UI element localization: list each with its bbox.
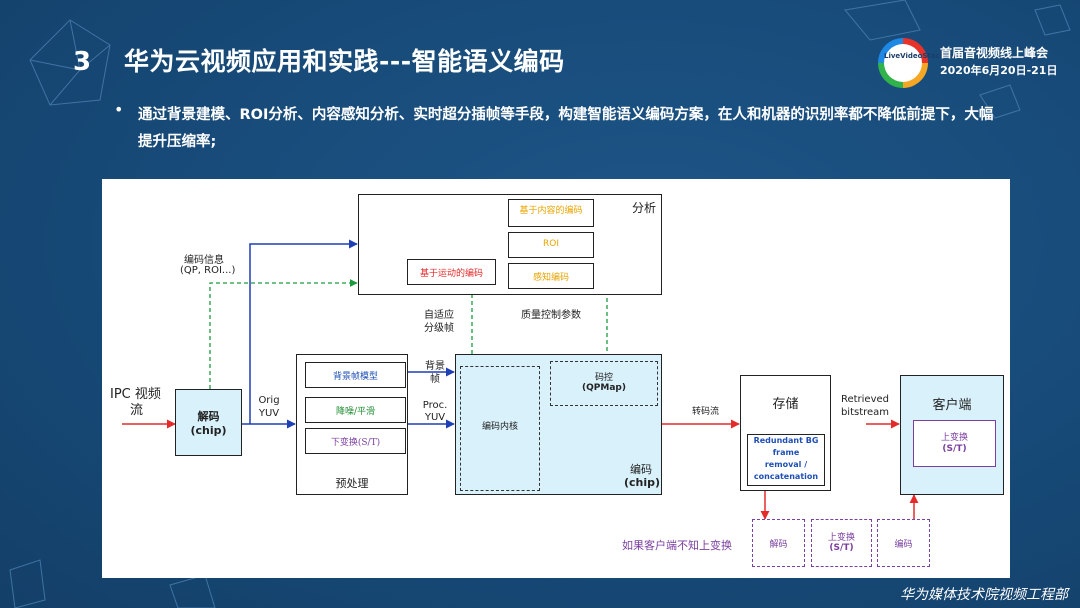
content-encode-box <box>508 199 594 227</box>
quality-params-label: 质量控制参数 <box>521 310 581 321</box>
redundant-removal-box <box>747 434 825 486</box>
proc-yuv-label: Proc. <box>422 400 448 411</box>
adaptive-label: 自适应 <box>424 310 454 321</box>
rate-control-box <box>550 361 658 406</box>
client-upscale-box <box>913 420 996 467</box>
downscale-label: 下变换(S/T) <box>330 438 381 448</box>
slide-title: 华为云视频应用和实践---智能语义编码 <box>124 47 565 76</box>
bg-model-box <box>305 362 406 388</box>
bottom-decode-box <box>752 519 805 567</box>
encoder-box <box>455 354 662 495</box>
roi-box <box>508 232 594 258</box>
rate-control-label: 码控 <box>594 373 613 383</box>
bottom-upscale-box <box>811 519 872 567</box>
redundant-line-4: concatenation <box>753 472 819 481</box>
footer-text: 华为媒体技术院视频工程部 <box>900 587 1068 603</box>
orig-yuv-label: Orig <box>258 395 280 406</box>
encoder-label: 编码 <box>630 463 652 476</box>
bg-model-label: 背景帧模型 <box>332 372 378 382</box>
architecture-diagram: 分析 基于内容的编码 ROI 感知编码 基于运动的编码 编码信息 (QP, RO… <box>102 179 1010 578</box>
logo-text: LiveVideoStackCon <box>884 44 959 82</box>
bottom-decode-label: 解码 <box>769 540 788 550</box>
content-encode-label: 基于内容的编码 <box>519 206 583 216</box>
bullet-text: 通过背景建模、ROI分析、内容感知分析、实时超分插帧等手段，构建智能语义编码方案… <box>138 107 994 150</box>
encoder-core-box <box>460 366 540 491</box>
bottom-encode-label: 编码 <box>894 540 913 550</box>
denoise-label: 降噪/平滑 <box>335 407 376 417</box>
client-title: 客户端 <box>932 398 972 413</box>
redundant-line-1: Redundant BG <box>753 436 819 445</box>
analysis-title: 分析 <box>632 201 657 215</box>
decoder-box <box>175 389 242 456</box>
encode-info-sub: (QP, ROI...) <box>180 265 236 276</box>
denoise-box <box>305 397 406 423</box>
encoder-sub: (chip) <box>624 476 661 489</box>
encoder-core-label: 编码内核 <box>481 422 518 432</box>
bg-frame-label: 背景 <box>425 361 445 372</box>
roi-label: ROI <box>543 239 559 249</box>
perceptual-label: 感知编码 <box>532 273 569 283</box>
preprocess-title: 预处理 <box>335 477 369 490</box>
ipc-stream-label-2: 流 <box>130 403 144 418</box>
qpmap-label: (QPMap) <box>582 383 626 393</box>
perceptual-box <box>508 263 594 289</box>
decoder-sub: (chip) <box>190 424 227 437</box>
bottom-upscale-label: 上变换 <box>827 533 855 543</box>
retrieved-label-2: bitstream <box>840 407 890 418</box>
proc-yuv-label-2: YUV <box>424 412 446 423</box>
client-upscale-sub: (S/T) <box>942 444 967 454</box>
ipc-stream-label: IPC 视频 <box>110 387 161 402</box>
bg-frame-label-2: 帧 <box>430 374 440 385</box>
decoder-label: 解码 <box>197 410 220 423</box>
if-client-label: 如果客户端不知上变换 <box>622 539 732 552</box>
orig-yuv-label-2: YUV <box>258 408 280 419</box>
redundant-line-3: removal / <box>764 460 808 469</box>
bottom-encode-box <box>877 519 930 567</box>
downscale-box <box>305 428 406 454</box>
conference-name: 首届音视频线上峰会 <box>940 46 1049 60</box>
adaptive-sub: 分级帧 <box>424 323 454 334</box>
motion-encode-label: 基于运动的编码 <box>419 269 483 279</box>
storage-title: 存储 <box>772 397 799 412</box>
transcode-label: 转码流 <box>692 407 720 417</box>
bullet-dot: • <box>114 100 124 119</box>
encode-info-label: 编码信息 <box>184 255 224 266</box>
retrieved-label: Retrieved <box>840 394 890 405</box>
section-number: 3 <box>72 47 92 77</box>
conference-logo: LiveVideoStackCon <box>878 38 959 88</box>
client-upscale-label: 上变换 <box>940 433 968 443</box>
conference-date: 2020年6月20日-21日 <box>940 64 1058 77</box>
motion-encode-box <box>407 259 496 285</box>
redundant-line-2: frame <box>772 448 800 457</box>
bottom-upscale-sub: (S/T) <box>829 543 854 553</box>
